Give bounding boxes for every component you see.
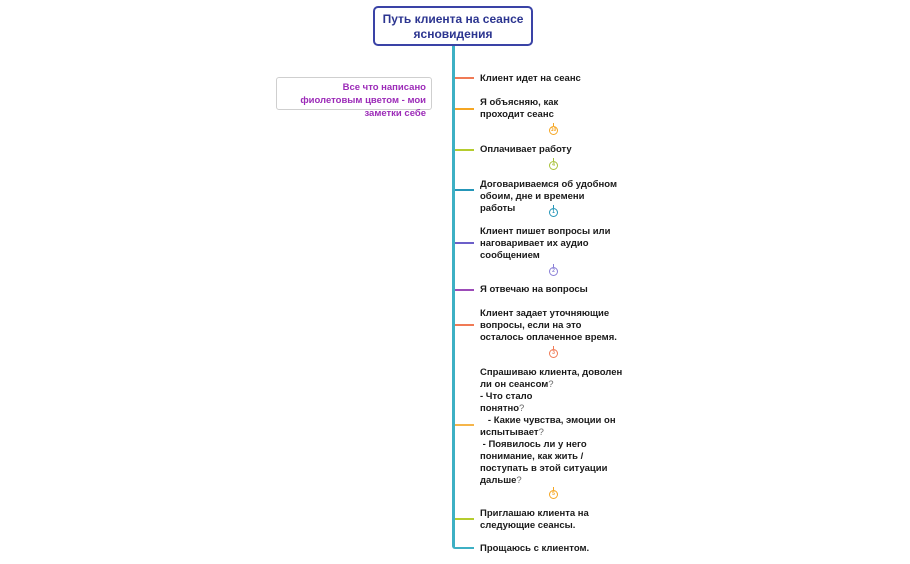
note-floating-topic[interactable]: Все что написано фиолетовым цветом - мои… xyxy=(276,77,432,119)
priority-marker-icon[interactable]: 5 xyxy=(549,487,558,499)
subtopic-line: ли он сеансом? xyxy=(480,379,554,390)
subtopic[interactable]: Договариваемся об удобном обоим, дне и в… xyxy=(480,179,620,214)
subtopic-line: понимание, как жить / xyxy=(480,451,584,462)
subtopic[interactable]: Клиент идет на сеанс xyxy=(480,73,581,84)
branch-connector xyxy=(455,518,474,520)
subtopic[interactable]: Прощаюсь с клиентом. xyxy=(480,543,590,554)
branch-connector xyxy=(455,189,474,191)
branch-connector xyxy=(455,547,474,549)
subtopic-line: - Что стало xyxy=(480,391,533,402)
priority-marker-icon[interactable]: 10 xyxy=(549,123,558,135)
priority-marker-icon[interactable]: 3 xyxy=(549,346,558,358)
branch-connector xyxy=(455,324,474,326)
priority-marker-icon[interactable]: 2 xyxy=(549,264,558,276)
branch-connector xyxy=(455,149,474,151)
main-trunk-connector xyxy=(452,46,455,549)
subtopic-line: Спрашиваю клиента, доволен xyxy=(480,367,623,378)
subtopic[interactable]: Я отвечаю на вопросы xyxy=(480,284,588,295)
subtopic-line: дальше? xyxy=(480,475,522,486)
subtopic[interactable]: Приглашаю клиента на следующие сеансы. xyxy=(480,508,592,531)
root-topic[interactable]: Путь клиента на сеансе ясновидения xyxy=(373,6,533,46)
branch-connector xyxy=(455,424,474,426)
subtopic-line: - Какие чувства, эмоции он xyxy=(480,415,616,426)
subtopic-line: понятно? xyxy=(480,403,525,414)
subtopic[interactable]: Я объясняю, как проходит сеанс xyxy=(480,97,561,120)
subtopic-line: испытывает? xyxy=(480,427,544,438)
subtopic-line: - Появилось ли у него xyxy=(480,439,587,450)
priority-marker-icon[interactable]: 4 xyxy=(549,158,558,170)
branch-connector xyxy=(455,77,474,79)
branch-connector xyxy=(455,289,474,291)
branch-connector xyxy=(455,242,474,244)
branch-connector xyxy=(455,108,474,110)
priority-marker-icon[interactable]: 1 xyxy=(549,205,558,217)
subtopic[interactable]: Клиент пишет вопросы или наговаривает их… xyxy=(480,226,614,261)
subtopic[interactable]: Клиент задает уточняющие вопросы, если н… xyxy=(480,308,617,343)
subtopic[interactable]: Оплачивает работу xyxy=(480,144,572,155)
subtopic-line: поступать в этой ситуации xyxy=(480,463,608,474)
